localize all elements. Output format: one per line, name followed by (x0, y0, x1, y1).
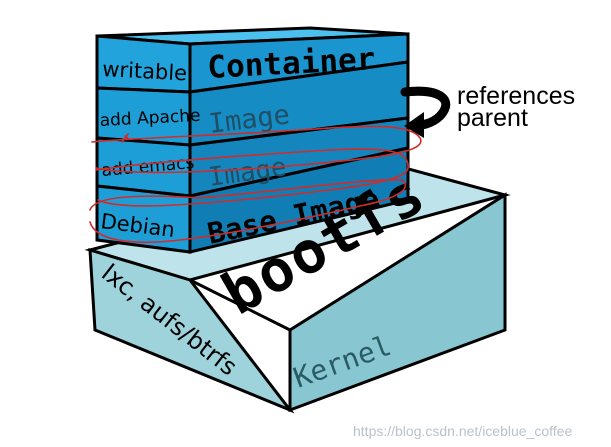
layer-writable-label: writable (102, 57, 188, 85)
layer-base-side (188, 146, 410, 254)
annotation-line-1: references (457, 82, 575, 110)
curved-arrow-icon (400, 86, 451, 130)
red-cursor-mark (121, 133, 130, 143)
red-loop-apache (91, 125, 422, 174)
bootfs-right-face (288, 192, 507, 413)
layer-container-label: Container (207, 41, 377, 86)
red-loop-emacs (95, 148, 409, 207)
references-parent-annotation: references parent (400, 82, 575, 138)
arrow-head-icon (404, 112, 424, 138)
red-annotation-marks (89, 125, 422, 244)
annotation-line-2: parent (457, 104, 528, 132)
watermark-text: https://blog.csdn.net/iceblue_coffee (353, 423, 572, 439)
red-loop-debian (89, 178, 407, 244)
